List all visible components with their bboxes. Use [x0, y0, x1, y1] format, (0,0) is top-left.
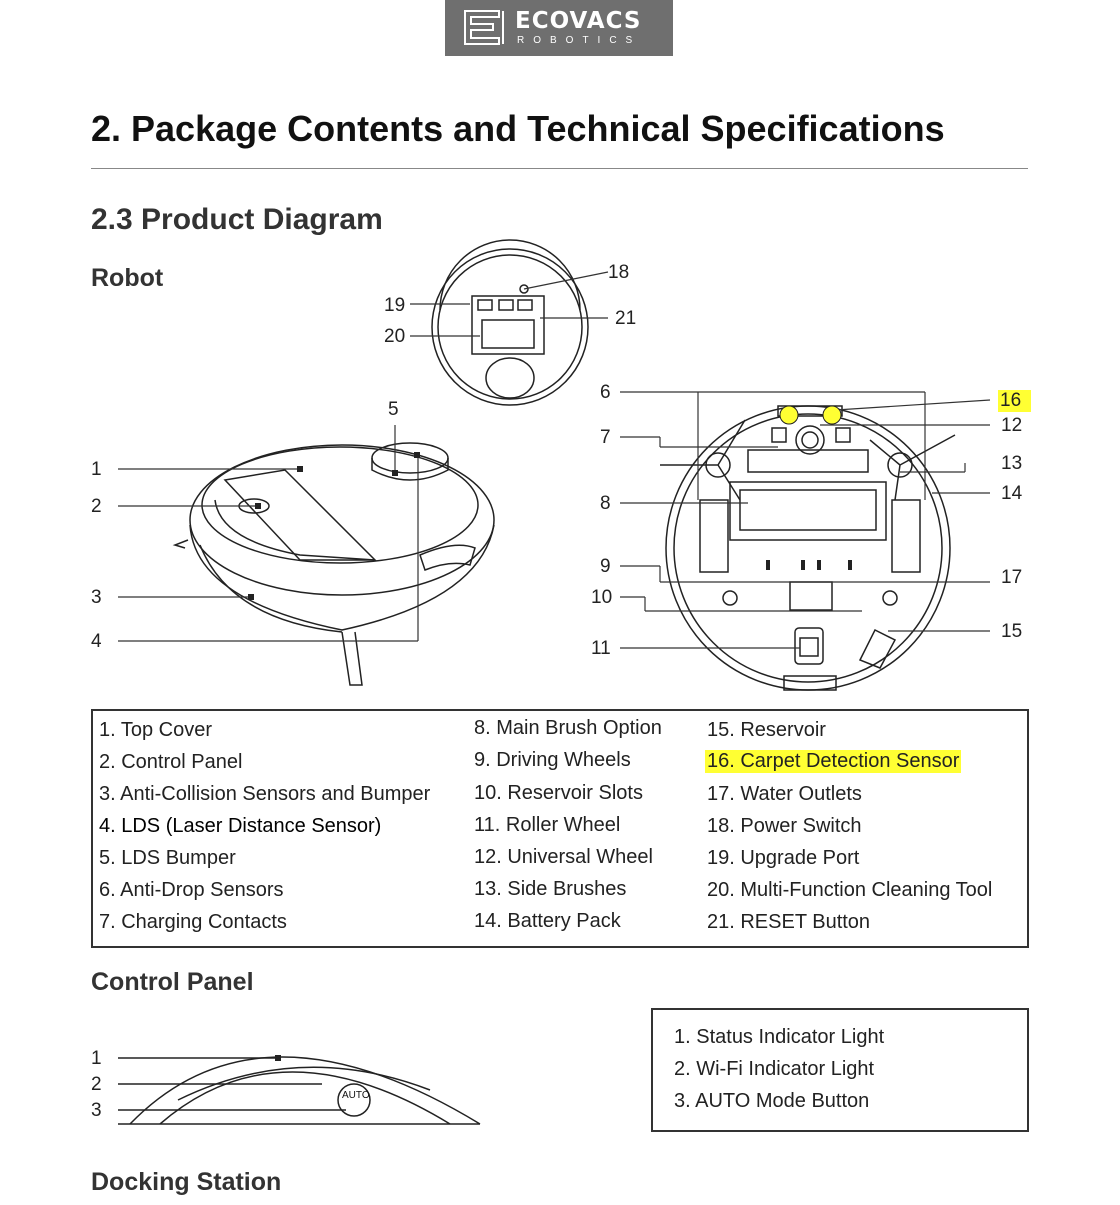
legend-item: 18. Power Switch: [707, 815, 862, 837]
logo-mark-icon: [464, 10, 504, 45]
callout-12: 12: [1001, 415, 1023, 436]
callout-2: 2: [91, 496, 102, 517]
callout-20: 20: [384, 326, 406, 347]
robot-legend-box: 1. Top Cover 2. Control Panel 3. Anti-Co…: [91, 709, 1029, 948]
logo-sub: ROBOTICS: [517, 35, 642, 46]
section-title: 2.3 Product Diagram: [91, 203, 383, 236]
robot-bottom-view: [660, 405, 956, 691]
legend-item: 6. Anti-Drop Sensors: [99, 879, 284, 901]
callout-14: 14: [1001, 483, 1023, 504]
callout-lines: [118, 271, 991, 649]
callout-6: 6: [600, 382, 611, 403]
robot-heading: Robot: [91, 264, 164, 292]
legend-item: 19. Upgrade Port: [707, 847, 860, 869]
legend-item: 5. LDS Bumper: [99, 847, 236, 869]
legend-item: 10. Reservoir Slots: [474, 782, 643, 804]
callout-16: 16: [998, 390, 1032, 412]
callout-18: 18: [608, 262, 630, 283]
legend-item-highlighted: 16. Carpet Detection Sensor: [705, 750, 962, 773]
callout-10: 10: [591, 587, 613, 608]
legend-item: 15. Reservoir: [707, 719, 826, 741]
cp-callout-1: 1: [91, 1048, 102, 1069]
callout-9: 9: [600, 556, 611, 577]
callout-17: 17: [1001, 567, 1023, 588]
legend-item: 3. AUTO Mode Button: [674, 1090, 870, 1112]
legend-item: 12. Universal Wheel: [474, 846, 653, 868]
legend-item: 7. Charging Contacts: [99, 911, 287, 933]
callout-19: 19: [384, 295, 406, 316]
legend-item: 2. Wi-Fi Indicator Light: [674, 1058, 875, 1080]
callout-13: 13: [1001, 453, 1023, 474]
legend-item: 2. Control Panel: [99, 751, 243, 773]
legend-item: 14. Battery Pack: [474, 910, 621, 932]
cp-callout-3: 3: [91, 1100, 102, 1121]
legend-item: 1. Top Cover: [99, 719, 213, 741]
robot-rear-view: [431, 239, 589, 406]
cp-callout-2: 2: [91, 1074, 102, 1095]
control-panel-legend-box: 1. Status Indicator Light 2. Wi-Fi Indic…: [651, 1008, 1029, 1132]
legend-item: 3. Anti-Collision Sensors and Bumper: [99, 783, 431, 805]
robot-perspective-view: [172, 442, 495, 686]
callout-1: 1: [91, 459, 102, 480]
callout-21: 21: [615, 308, 637, 329]
control-panel-heading: Control Panel: [91, 968, 254, 996]
legend-item: 13. Side Brushes: [474, 878, 627, 900]
legend-item: 21. RESET Button: [707, 911, 871, 933]
callout-8: 8: [600, 493, 611, 514]
legend-item: 4. LDS (Laser Distance Sensor): [99, 815, 382, 837]
legend-item: 11. Roller Wheel: [474, 814, 621, 836]
legend-item: 17. Water Outlets: [707, 783, 862, 805]
callout-5: 5: [388, 399, 399, 420]
legend-item: 1. Status Indicator Light: [674, 1026, 885, 1048]
auto-button-label: AUTO: [342, 1090, 370, 1101]
carpet-sensor-highlights: [779, 405, 842, 425]
callout-4: 4: [91, 631, 102, 652]
title-divider: [91, 168, 1028, 169]
callout-7: 7: [600, 427, 611, 448]
legend-item: 9. Driving Wheels: [474, 749, 631, 771]
docking-station-heading: Docking Station: [91, 1168, 282, 1196]
page-title: 2. Package Contents and Technical Specif…: [91, 108, 945, 149]
logo-brand: ECOVACS: [515, 8, 642, 34]
legend-item: 8. Main Brush Option: [474, 717, 662, 739]
legend-item: 20. Multi-Function Cleaning Tool: [707, 879, 993, 901]
callout-15: 15: [1001, 621, 1023, 642]
ecovacs-logo: ECOVACS ROBOTICS: [445, 0, 673, 56]
callout-11: 11: [591, 638, 611, 659]
control-panel-diagram: [118, 1056, 481, 1125]
callout-3: 3: [91, 587, 102, 608]
